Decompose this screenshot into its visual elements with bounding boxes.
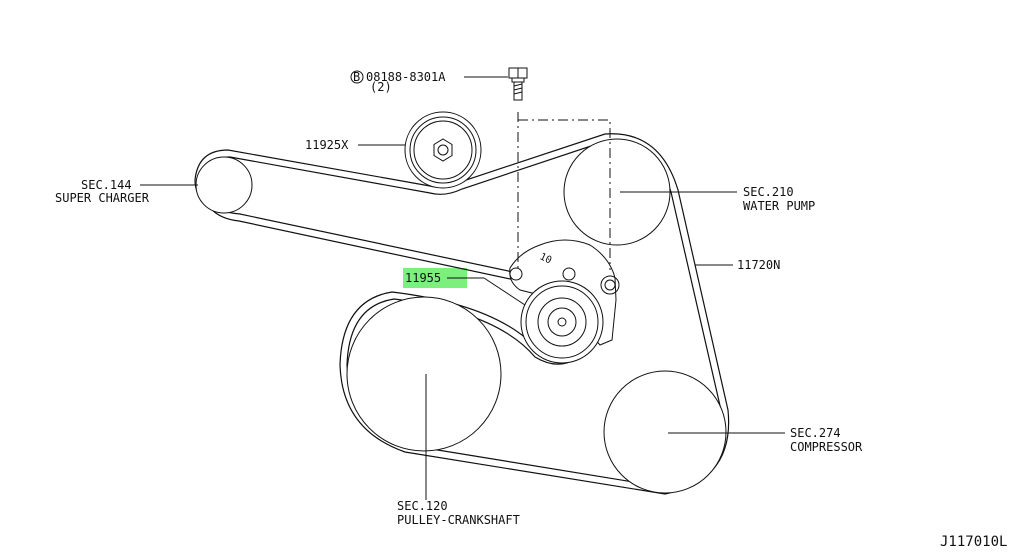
bolt-part-number: 08188-8301A bbox=[366, 70, 446, 84]
tensioner-callout-highlight bbox=[403, 268, 467, 288]
compressor-sec: SEC.274 bbox=[790, 426, 841, 440]
belt-tensioner: 10 bbox=[509, 239, 620, 364]
bolt-location-lines bbox=[517, 112, 611, 270]
bolt-marker: B bbox=[353, 70, 360, 84]
belt-callout: 11720N bbox=[737, 258, 780, 272]
crankshaft-sec: SEC.120 bbox=[397, 499, 448, 513]
leader-lines bbox=[140, 76, 785, 500]
super-charger-sec: SEC.144 bbox=[81, 178, 132, 192]
water-pump-name: WATER PUMP bbox=[743, 199, 815, 213]
super-charger-pulley bbox=[195, 156, 253, 214]
idler-pulley bbox=[404, 111, 482, 189]
compressor-pulley bbox=[603, 370, 727, 494]
water-pump-sec: SEC.210 bbox=[743, 185, 794, 199]
tensioner-callout: 11955 bbox=[405, 271, 441, 285]
figure-id: J117010L bbox=[940, 534, 1007, 550]
bolt-quantity: (2) bbox=[370, 80, 392, 94]
compressor-name: COMPRESSOR bbox=[790, 440, 863, 454]
svg-text:10: 10 bbox=[538, 251, 554, 266]
crankshaft-name: PULLEY-CRANKSHAFT bbox=[397, 513, 520, 527]
crankshaft-pulley bbox=[346, 296, 502, 452]
bolt bbox=[508, 67, 528, 101]
super-charger-name: SUPER CHARGER bbox=[55, 191, 150, 205]
bolt-callout: B 08188-8301A (2) bbox=[350, 70, 446, 94]
idler-callout: 11925X bbox=[305, 138, 349, 152]
